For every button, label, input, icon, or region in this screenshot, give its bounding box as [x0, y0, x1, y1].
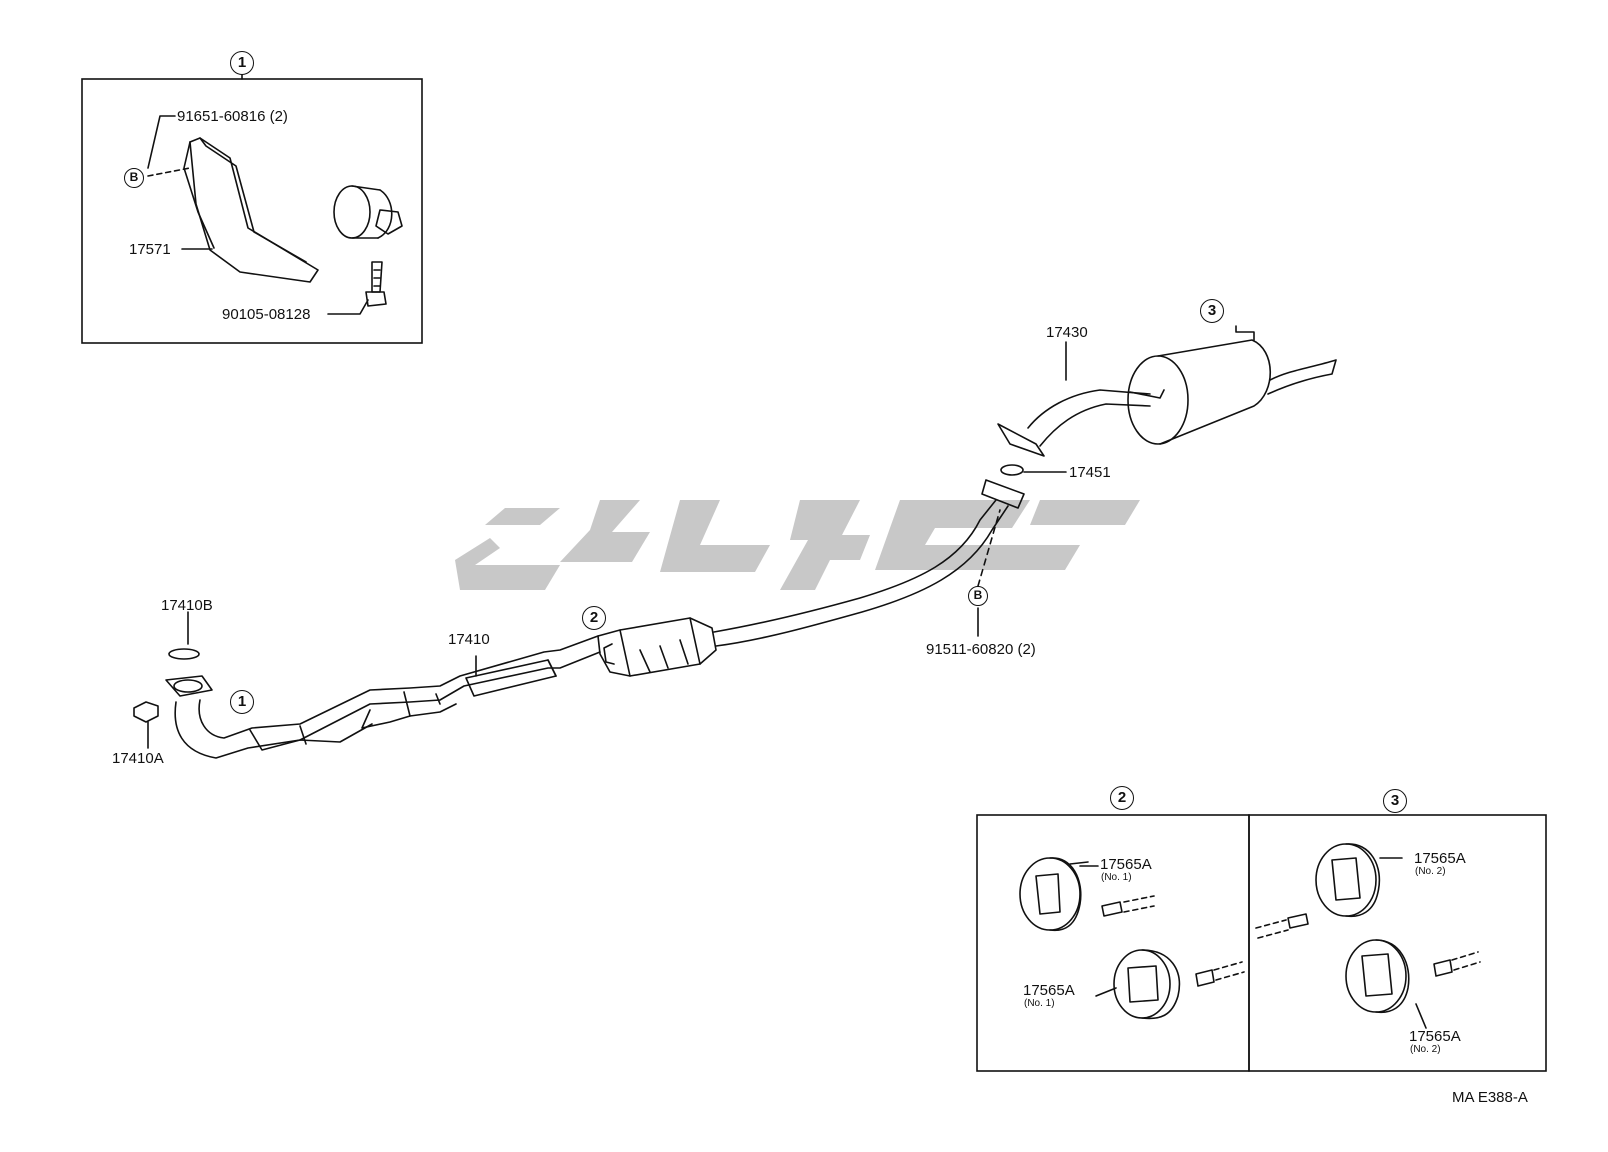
- label-91511-60820: 91511-60820 (2): [926, 641, 1036, 658]
- leader-91651-dashed: [147, 167, 191, 177]
- callout-b-box1: B: [124, 168, 144, 188]
- label-90105-08128: 90105-08128: [222, 306, 311, 323]
- catalytic-converter: [597, 617, 717, 677]
- label-hanger-2a: 17565A: [1100, 856, 1152, 873]
- callout-2-main: 2: [582, 606, 606, 630]
- label-hanger-3b: 17565A: [1409, 1028, 1461, 1045]
- front-exhaust-pipe: [165, 635, 601, 759]
- bolt-part: [365, 261, 387, 307]
- label-hanger-3a-sub: (No. 2): [1415, 866, 1446, 877]
- heat-insulator-part: [183, 137, 319, 283]
- label-91651-60816: 91651-60816 (2): [177, 108, 288, 125]
- diagram-code: MA E388-A: [1452, 1089, 1528, 1106]
- leader-91651: [147, 115, 176, 169]
- watermark-logo: [455, 500, 1140, 590]
- label-17571: 17571: [129, 241, 171, 258]
- center-exhaust-pipe: [713, 479, 1025, 647]
- exhaust-clamp-part: [333, 185, 403, 239]
- label-17410: 17410: [448, 631, 490, 648]
- leader-h3b: [1415, 1003, 1427, 1029]
- hanger-2a: [1019, 857, 1089, 932]
- callout-3-box: 3: [1383, 789, 1407, 813]
- callout-1-pipe: 1: [230, 690, 254, 714]
- label-hanger-3a: 17565A: [1414, 850, 1466, 867]
- hanger-2b: [1113, 949, 1181, 1020]
- label-17430: 17430: [1046, 324, 1088, 341]
- callout-2-box: 2: [1110, 786, 1134, 810]
- nut-17410a: [133, 701, 159, 723]
- label-17410a: 17410A: [112, 750, 164, 767]
- hanger-3b: [1345, 939, 1410, 1014]
- hanger-rod-2b: [1195, 961, 1245, 987]
- inset-box-1: [81, 78, 423, 344]
- label-hanger-2b: 17565A: [1023, 982, 1075, 999]
- label-hanger-2b-sub: (No. 1): [1024, 998, 1055, 1009]
- leader-90105: [327, 299, 369, 315]
- label-hanger-3b-sub: (No. 2): [1410, 1044, 1441, 1055]
- hanger-rod-3a: [1255, 913, 1309, 939]
- hanger-rod-3b: [1433, 951, 1481, 977]
- leader-h2b: [1095, 987, 1117, 997]
- hanger-3a: [1315, 843, 1381, 918]
- label-17451: 17451: [1069, 464, 1111, 481]
- callout-3-main: 3: [1200, 299, 1224, 323]
- callout-1-box: 1: [230, 51, 254, 75]
- label-hanger-2a-sub: (No. 1): [1101, 872, 1132, 883]
- inset-box-3: [1248, 814, 1547, 1072]
- hanger-rod-2a: [1101, 895, 1155, 917]
- gasket-17451: [1000, 464, 1024, 476]
- inset-box-2: [976, 814, 1250, 1072]
- gasket-17410b: [168, 648, 200, 660]
- leader-b-main-dashed: [977, 509, 1001, 587]
- callout-b-main: B: [968, 586, 988, 606]
- label-17410b: 17410B: [161, 597, 213, 614]
- tail-pipe-muffler: [997, 325, 1337, 457]
